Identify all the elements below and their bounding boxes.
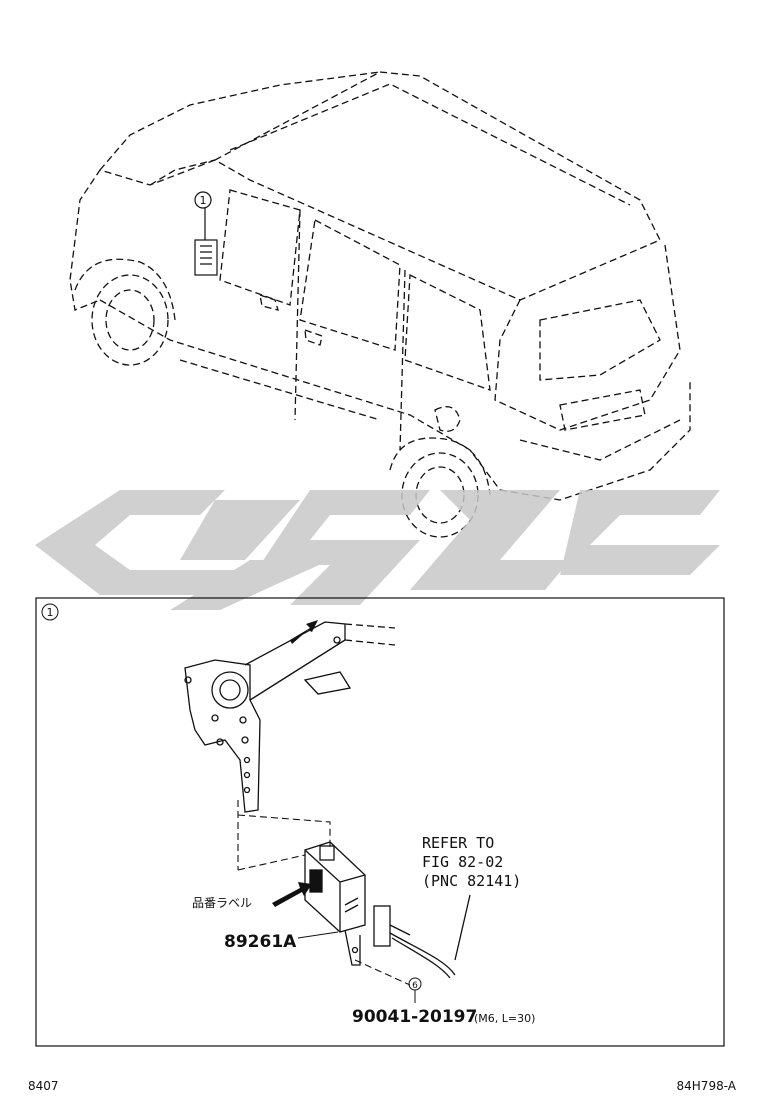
refer-line-1: REFER TO <box>422 834 494 852</box>
label-pointer-arrow <box>272 882 312 907</box>
part-number-label-text: 品番ラベル <box>192 896 252 910</box>
refer-line-3: (PNC 82141) <box>422 872 521 890</box>
module-part-number[interactable]: 89261A <box>224 932 297 952</box>
footer-page-code: 8407 <box>28 1079 59 1093</box>
bolt-spec: (M6, L=30) <box>474 1012 535 1025</box>
module-location-marker <box>194 191 218 276</box>
vehicle-illustration <box>69 71 691 501</box>
front-wheel <box>74 258 176 366</box>
wiring-connector <box>373 894 471 979</box>
cross-member-beam <box>244 621 396 701</box>
detail-marker-circle <box>41 603 59 621</box>
footer-figure-code: 84H798-A <box>677 1079 737 1093</box>
bolt-callout <box>408 977 422 1003</box>
refer-line-2: FIG 82-02 <box>422 853 503 871</box>
detail-frame <box>35 597 725 1047</box>
mounting-guide-lines <box>237 800 411 986</box>
watermark-logo <box>35 490 720 610</box>
bolt-part-number[interactable]: 90041-20197 <box>352 1007 477 1027</box>
module-leader-line <box>297 931 339 939</box>
control-module <box>304 841 366 966</box>
bolt-marker: 6 <box>412 981 418 991</box>
vehicle-ref-marker: 1 <box>200 194 207 207</box>
mounting-bracket <box>184 659 261 813</box>
detail-marker: 1 <box>47 606 54 619</box>
install-direction-arrow <box>290 620 318 644</box>
